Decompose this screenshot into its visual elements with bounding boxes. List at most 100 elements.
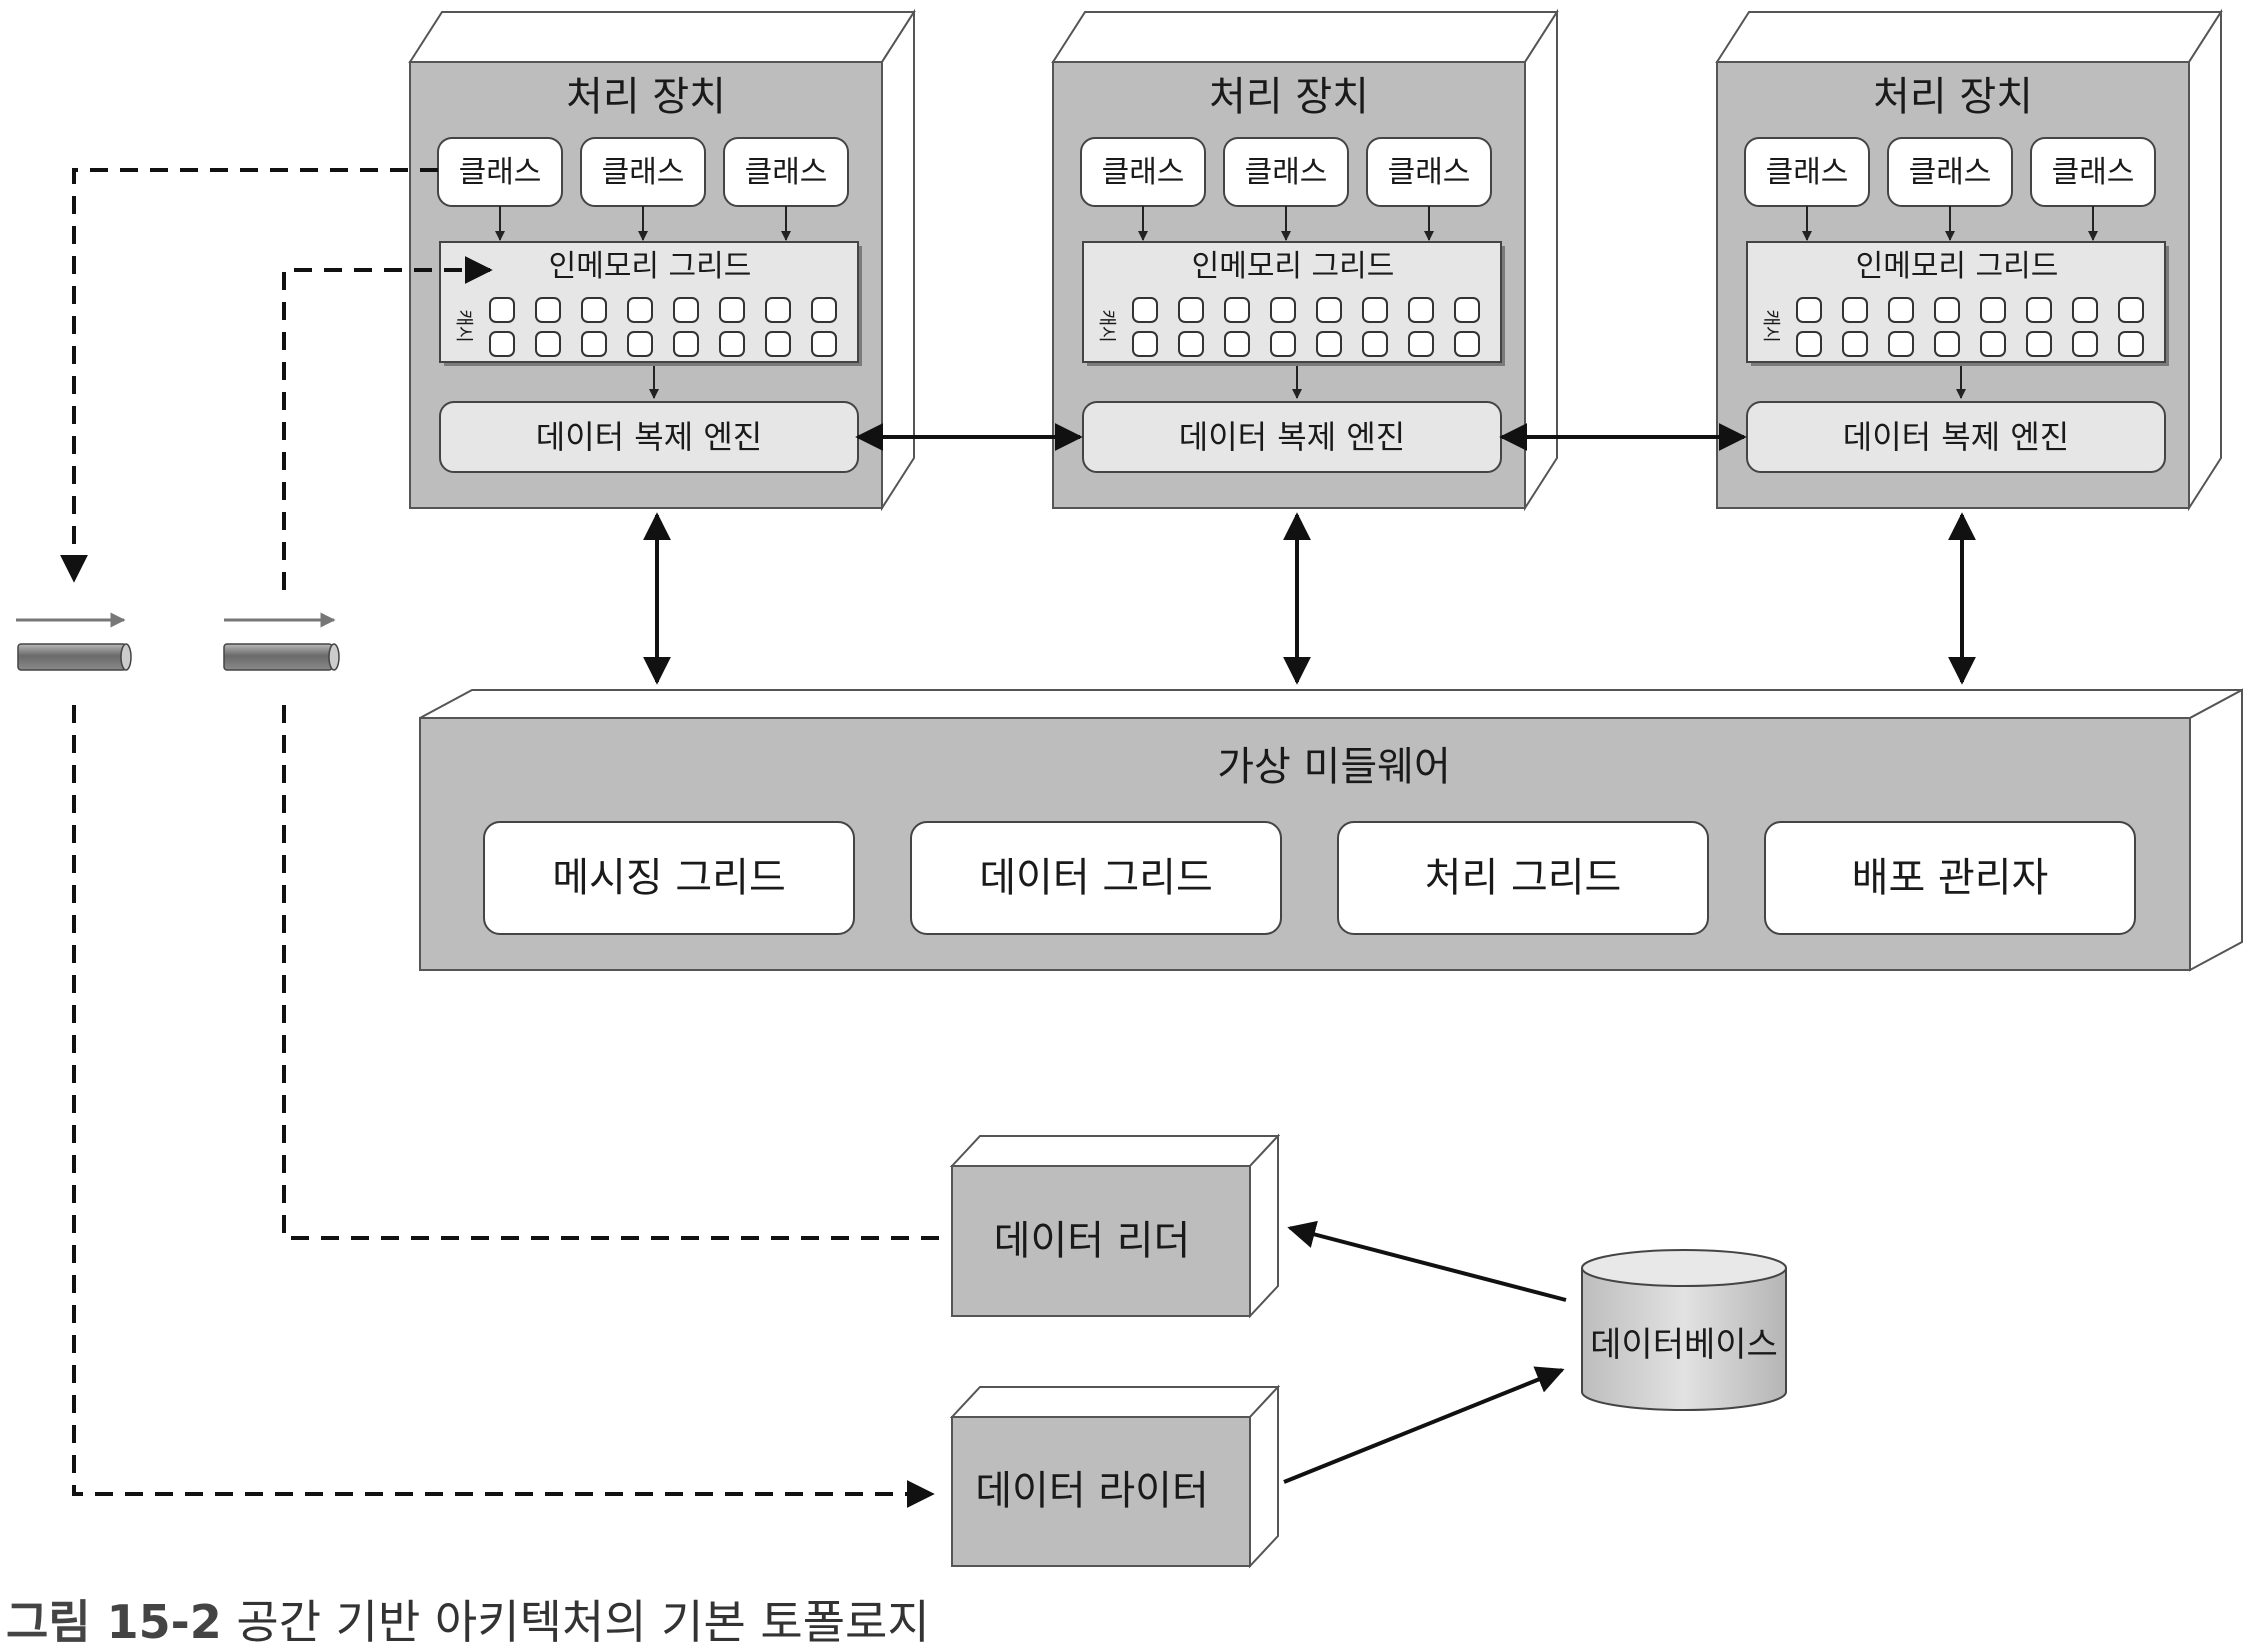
cache-slot [719, 297, 745, 323]
virtualized-middleware: 가상 미들웨어 메시징 그리드 데이터 그리드 처리 그리드 배포 관리자 [419, 688, 2243, 972]
pipe-right [223, 612, 340, 671]
database-cylinder: 데이터베이스 [1581, 1249, 1787, 1411]
cache-slot [1934, 297, 1960, 323]
class-box: 클래스 [437, 137, 563, 207]
cache-slot [1934, 331, 1960, 357]
figure-number: 그림 15-2 [6, 1595, 222, 1649]
class-box: 클래스 [1744, 137, 1870, 207]
cache-slot [535, 331, 561, 357]
middleware-title: 가상 미들웨어 [1217, 744, 1451, 790]
figure-title: 공간 기반 아키텍처의 기본 토폴로지 [236, 1595, 930, 1649]
cache-slot [1178, 297, 1204, 323]
class-label: 클래스 [2052, 155, 2135, 190]
cache-slot [1224, 297, 1250, 323]
cache-slot [1362, 297, 1388, 323]
data-replication-engine: 데이터 복제 엔진 [1746, 401, 2166, 473]
cache-label: 캐시 [453, 309, 474, 342]
cache-slot [489, 331, 515, 357]
cache-slot [1316, 331, 1342, 357]
cache-slot [489, 297, 515, 323]
dashed-flow-pipe-to-writer [72, 705, 935, 1508]
cache-slot [673, 331, 699, 357]
data-reader-box: 데이터 리더 [949, 1133, 1281, 1319]
cache-slot [765, 297, 791, 323]
class-box: 클래스 [723, 137, 849, 207]
processing-unit-title: 처리 장치 [566, 74, 726, 120]
cache-slot [1132, 297, 1158, 323]
replication-engine-label: 데이터 복제 엔진 [1179, 418, 1405, 456]
pipe-left [16, 612, 132, 671]
processing-unit-title: 처리 장치 [1209, 74, 1369, 120]
cache-slot [627, 297, 653, 323]
cache-slot [581, 297, 607, 323]
data-reader-label: 데이터 리더 [994, 1218, 1191, 1264]
class-box: 클래스 [1080, 137, 1206, 207]
cache-slot [1408, 331, 1434, 357]
cache-slot [719, 331, 745, 357]
data-replication-engine: 데이터 복제 엔진 [439, 401, 859, 473]
cache-slot [765, 331, 791, 357]
middleware-component: 처리 그리드 [1337, 821, 1709, 935]
cache-slot [1796, 331, 1822, 357]
middleware-component-label: 데이터 그리드 [979, 855, 1213, 901]
cache-slot [535, 297, 561, 323]
cache-slot [1980, 331, 2006, 357]
cache-slot [2026, 331, 2052, 357]
dashed-flow-class-to-pipe [60, 168, 438, 583]
writer-to-db-arrow [1283, 1366, 1565, 1484]
in-memory-grid-label: 인메모리 그리드 [1192, 249, 1395, 284]
cache-slot [627, 331, 653, 357]
cache-slot [1842, 331, 1868, 357]
cache-slot [2118, 297, 2144, 323]
cache-slot [1408, 297, 1434, 323]
cache-slot [2118, 331, 2144, 357]
db-to-reader-arrow [1287, 1220, 1567, 1302]
cache-slot [1178, 331, 1204, 357]
data-writer-label: 데이터 라이터 [975, 1468, 1209, 1514]
cache-slot [1132, 331, 1158, 357]
cache-slot [1270, 331, 1296, 357]
cache-slot [811, 331, 837, 357]
replication-engine-label: 데이터 복제 엔진 [536, 418, 762, 456]
cache-slot [673, 297, 699, 323]
cache-slot [1888, 331, 1914, 357]
class-box: 클래스 [1887, 137, 2013, 207]
class-box: 클래스 [2030, 137, 2156, 207]
middleware-component-label: 처리 그리드 [1425, 855, 1622, 901]
replication-engine-label: 데이터 복제 엔진 [1843, 418, 2069, 456]
in-memory-grid-label: 인메모리 그리드 [1856, 249, 2059, 284]
class-label: 클래스 [1766, 155, 1849, 190]
cache-slot [1980, 297, 2006, 323]
middleware-component: 데이터 그리드 [910, 821, 1282, 935]
cache-slot [2026, 297, 2052, 323]
class-label: 클래스 [602, 155, 685, 190]
cache-slot [1796, 297, 1822, 323]
class-box: 클래스 [1223, 137, 1349, 207]
processing-unit-title: 처리 장치 [1873, 74, 2033, 120]
middleware-component: 메시징 그리드 [483, 821, 855, 935]
cache-label: 캐시 [1760, 309, 1781, 342]
cache-slot [1454, 331, 1480, 357]
cache-slot [2072, 297, 2098, 323]
cache-slot [811, 297, 837, 323]
class-label: 클래스 [459, 155, 542, 190]
cache-slot [581, 331, 607, 357]
data-replication-engine: 데이터 복제 엔진 [1082, 401, 1502, 473]
dashed-flow-pipe-to-grid [282, 256, 493, 590]
class-label: 클래스 [1388, 155, 1471, 190]
cache-slot [1454, 297, 1480, 323]
cache-label: 캐시 [1096, 309, 1117, 342]
cache-slot [1362, 331, 1388, 357]
cache-slot [1316, 297, 1342, 323]
database-label: 데이터베이스 [1590, 1325, 1778, 1365]
in-memory-grid-label: 인메모리 그리드 [549, 249, 752, 284]
cache-slot [1842, 297, 1868, 323]
class-label: 클래스 [1102, 155, 1185, 190]
cache-slot [2072, 331, 2098, 357]
middleware-component-label: 배포 관리자 [1852, 855, 2049, 901]
